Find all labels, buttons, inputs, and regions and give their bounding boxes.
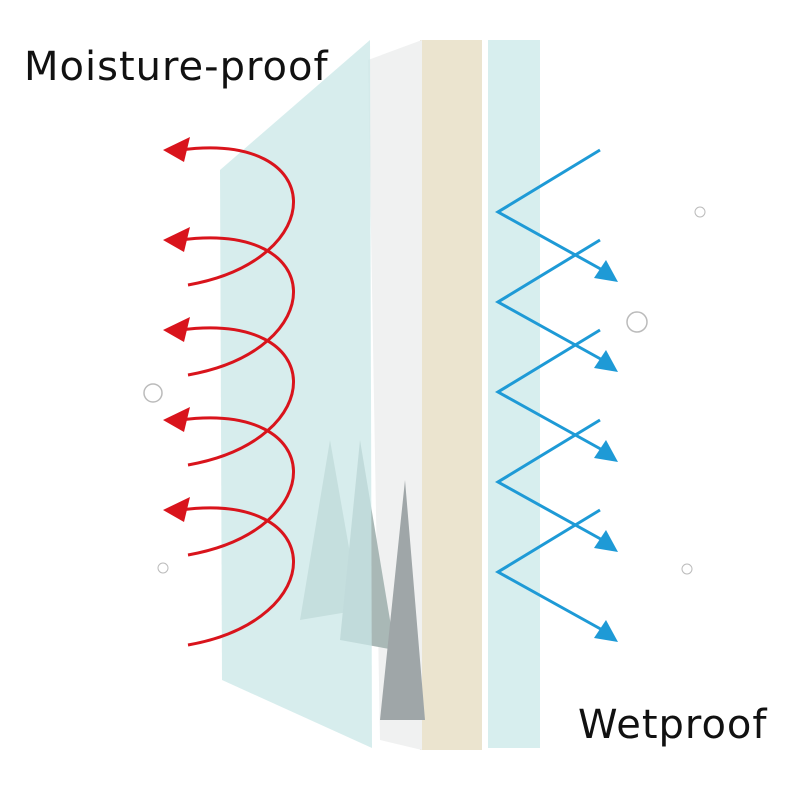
arrowhead-icon [163, 317, 190, 342]
wet-arrow [495, 508, 607, 634]
foam-core-layer [420, 40, 482, 750]
bubble [694, 206, 706, 218]
arrowhead-icon [594, 350, 618, 372]
moisture-arrow [179, 506, 295, 647]
back-film-layer [488, 40, 540, 748]
bubble [157, 562, 169, 574]
wetproof-label: Wetproof [578, 702, 768, 748]
arrowhead-icon [594, 530, 618, 552]
bubble [681, 563, 693, 575]
tree-print [380, 480, 425, 720]
arrowhead-icon [594, 440, 618, 462]
wet-arrow [495, 418, 607, 544]
wet-arrow [495, 238, 607, 364]
front-film-layer [220, 40, 372, 748]
moisture-arrow [179, 326, 295, 467]
moisture-arrow [179, 146, 295, 287]
arrowhead-icon [163, 227, 190, 252]
moisture-arrow [179, 236, 295, 377]
wet-arrows [495, 148, 618, 642]
moisture-proof-label: Moisture-proof [24, 44, 329, 90]
bubble [626, 311, 648, 333]
arrowhead-icon [163, 497, 190, 522]
wet-arrow [495, 148, 607, 274]
moisture-arrow [179, 416, 295, 557]
bubble [143, 383, 163, 403]
wet-arrow [495, 328, 607, 454]
arrowhead-icon [594, 620, 618, 642]
moisture-arrows [163, 137, 295, 647]
arrowhead-icon [163, 407, 190, 432]
arrowhead-icon [594, 260, 618, 282]
arrowhead-icon [163, 137, 190, 162]
